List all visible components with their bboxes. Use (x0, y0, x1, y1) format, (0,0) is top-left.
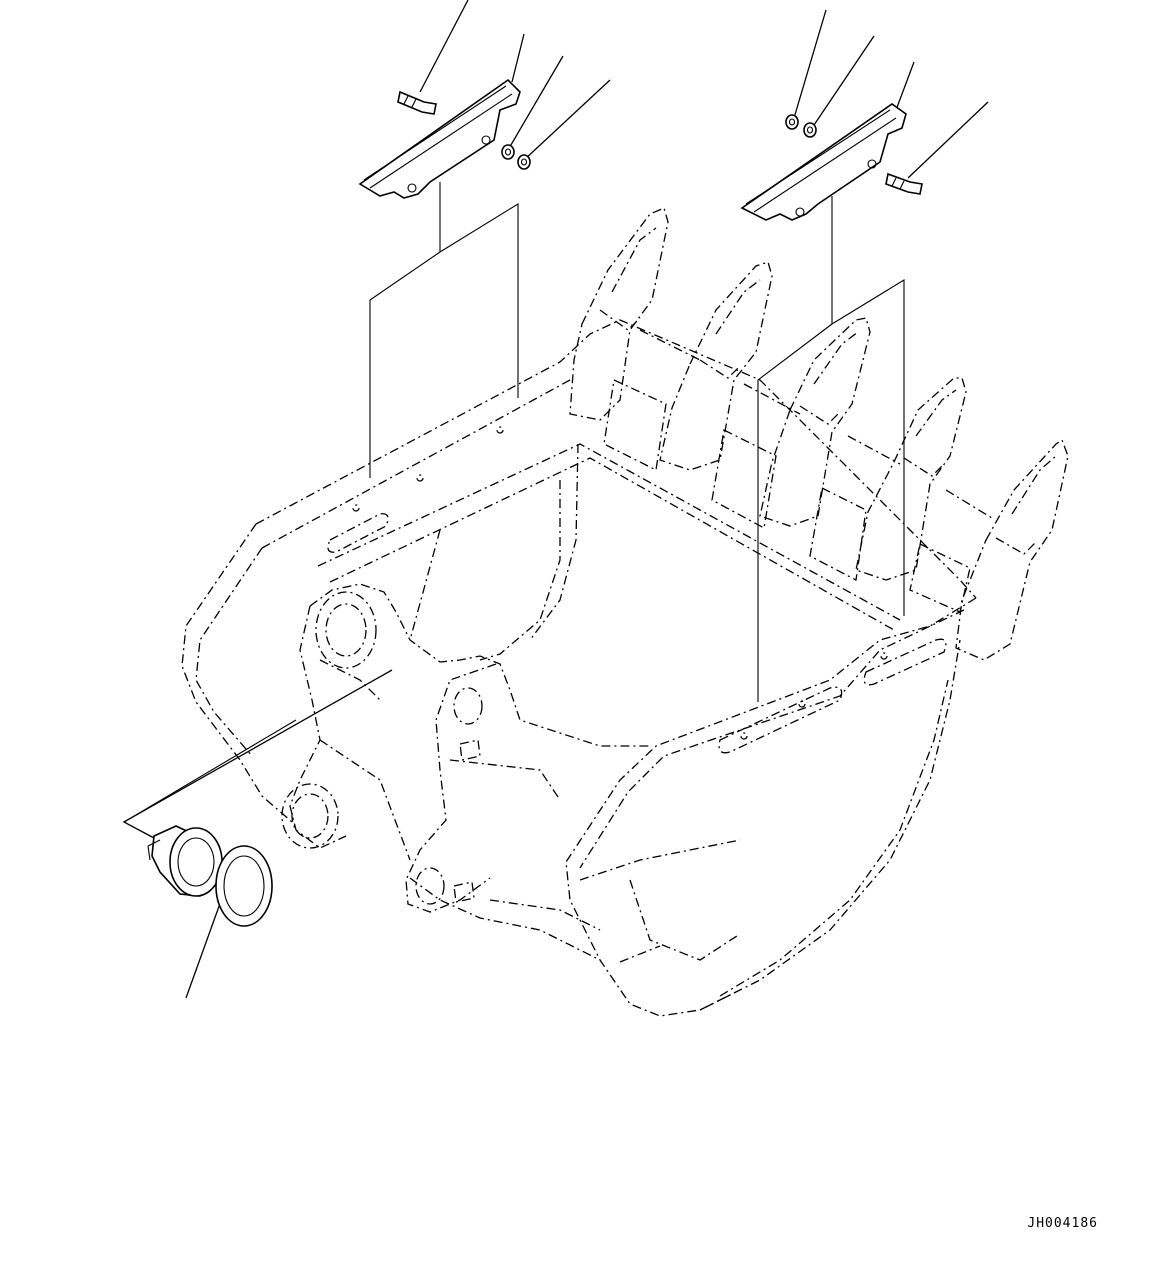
tooth-2 (659, 261, 773, 471)
side-cutter-plate-left (358, 78, 521, 252)
nuts-washers (501, 114, 817, 170)
bushing (147, 825, 223, 897)
drawing-number: JH004186 (1027, 1216, 1098, 1231)
bolt-right (885, 172, 923, 195)
side-cutter-plate-right (740, 103, 907, 324)
alignment-lines (369, 203, 905, 702)
leader-lines (122, 0, 989, 999)
bucket-body (181, 319, 977, 1017)
bushing-leader-extension (123, 719, 297, 823)
shim (215, 845, 273, 927)
tooth-5 (955, 439, 1069, 661)
tooth-4 (855, 377, 967, 581)
tooth-1 (569, 207, 669, 421)
tooth-3 (759, 317, 871, 527)
bucket-teeth (569, 207, 1069, 661)
pin-bosses (281, 591, 483, 905)
bolt-left (397, 90, 437, 115)
